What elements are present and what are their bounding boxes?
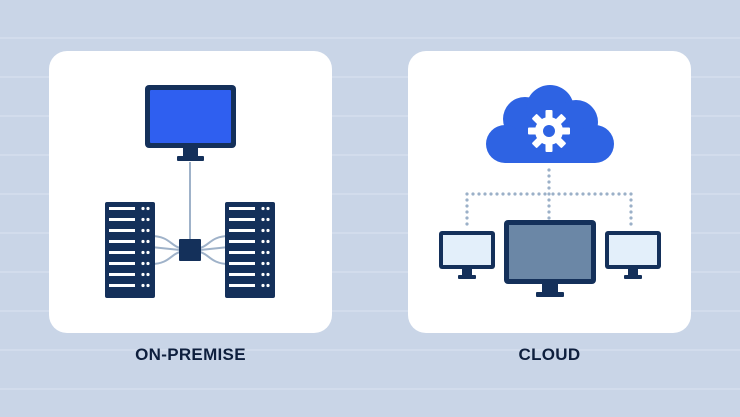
cloud-illustration [439, 85, 661, 297]
monitor-icon [439, 231, 495, 279]
cloud-connectors [465, 168, 633, 226]
monitor-icon [605, 231, 661, 279]
server-rack-icon [225, 202, 275, 298]
network-switch-icon [179, 239, 201, 261]
cloud-card [408, 51, 691, 333]
monitor-icon [145, 85, 236, 161]
cloud-gear-icon [486, 85, 614, 163]
monitor-icon [504, 220, 596, 297]
on-premise-illustration [105, 85, 275, 298]
on-premise-label: ON-PREMISE [135, 345, 246, 364]
server-rack-icon [105, 202, 155, 298]
on-premise-card [49, 51, 332, 333]
on-premise-connectors [150, 162, 230, 265]
cloud-label: CLOUD [518, 345, 581, 364]
